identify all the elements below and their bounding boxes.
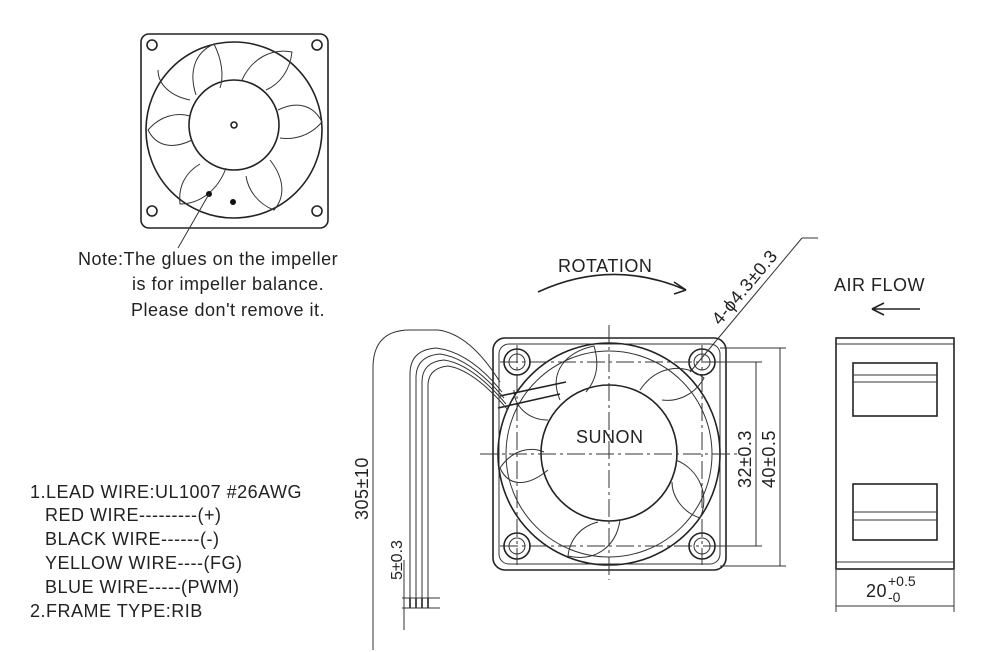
note-line-2: is for impeller balance. bbox=[132, 274, 324, 294]
brand-label: SUNON bbox=[576, 427, 644, 447]
wire-spec-list: 1.LEAD WIRE:UL1007 #26AWG RED WIRE------… bbox=[30, 482, 302, 621]
dim-thickness-upper: +0.5 bbox=[888, 573, 916, 589]
dim-thickness-lower: -0 bbox=[888, 589, 901, 605]
airflow-label: AIR FLOW bbox=[834, 275, 925, 295]
dim-hole: 4-ϕ4.3±0.3 bbox=[708, 246, 782, 329]
glue-dot-icon bbox=[230, 199, 236, 205]
dim-lead-length: 305±10 bbox=[352, 457, 372, 520]
airflow-arrow-icon bbox=[871, 302, 920, 316]
spec-line: BLUE WIRE-----(PWM) bbox=[45, 577, 239, 597]
spec-line: YELLOW WIRE----(FG) bbox=[45, 553, 242, 573]
spec-line: RED WIRE---------(+) bbox=[45, 505, 221, 525]
dim-frame-size: 40±0.5 bbox=[759, 430, 779, 488]
fan-front-view-small bbox=[140, 33, 329, 249]
dim-hole-spacing: 32±0.3 bbox=[735, 430, 755, 488]
spec-line: BLACK WIRE------(-) bbox=[45, 529, 219, 549]
fan-front-view-main bbox=[480, 325, 738, 580]
lead-wires bbox=[372, 329, 509, 650]
note-line-3: Please don't remove it. bbox=[131, 300, 325, 320]
dim-strip-length: 5±0.3 bbox=[389, 540, 406, 580]
dim-thickness: 20 bbox=[866, 581, 887, 601]
rotation-arrow-icon bbox=[537, 273, 687, 293]
fan-side-view bbox=[835, 337, 955, 570]
spec-line: 1.LEAD WIRE:UL1007 #26AWG bbox=[30, 482, 302, 502]
rotation-label: ROTATION bbox=[558, 256, 652, 276]
spec-line: 2.FRAME TYPE:RIB bbox=[30, 601, 203, 621]
note-line-1: Note:The glues on the impeller bbox=[78, 249, 338, 269]
